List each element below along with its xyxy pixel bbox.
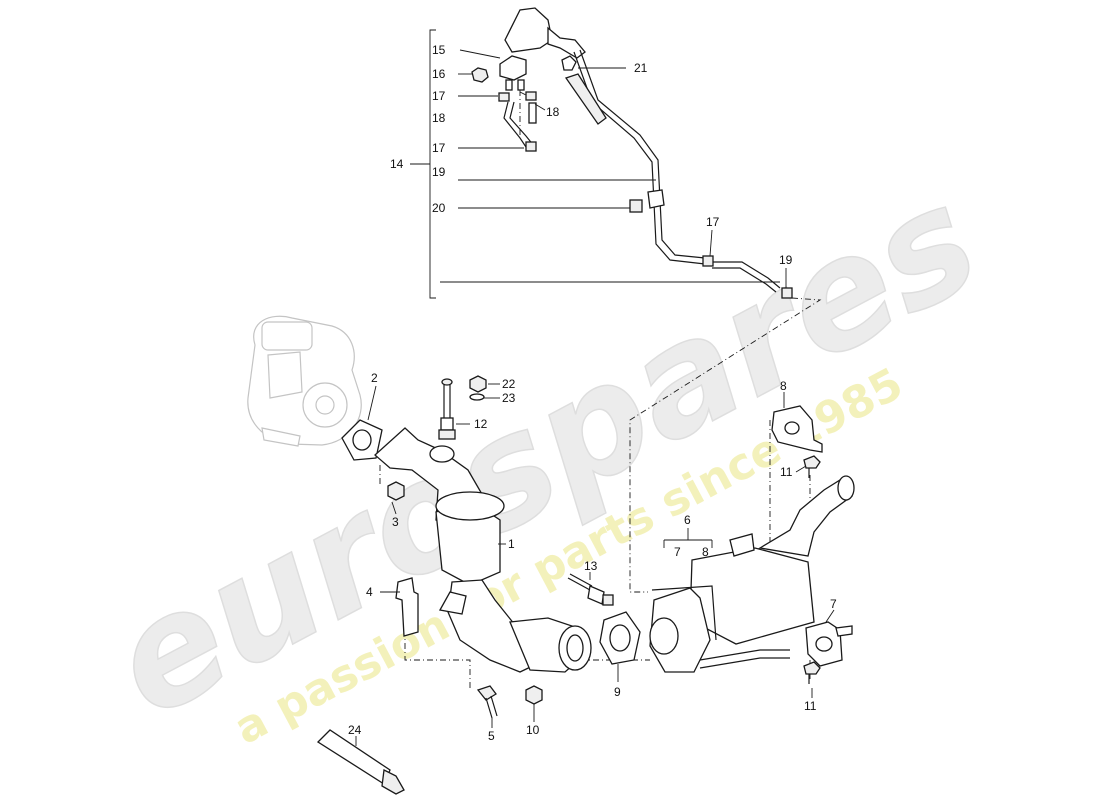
- catalytic-converter: [374, 427, 592, 673]
- callout-12: 12: [474, 417, 488, 431]
- rubber-mount-7: [805, 621, 853, 667]
- turbocharger-ghost: [247, 315, 362, 447]
- bracket-4: [395, 577, 419, 637]
- callout-labels: 15 16 17 18 18 17 14 19 20 21 17 19 2 22…: [348, 43, 837, 743]
- bolts-11: [803, 455, 821, 684]
- callout-7: 7: [830, 597, 837, 611]
- callout-17: 17: [432, 89, 446, 103]
- callout-19: 19: [779, 253, 793, 267]
- pressure-sensor: [499, 55, 527, 91]
- gasket-9: [599, 611, 641, 665]
- callout-8: 8: [780, 379, 787, 393]
- gasket-2: [341, 419, 383, 461]
- plug-washer: [469, 375, 487, 401]
- callout-16: 16: [432, 67, 446, 81]
- callout-10: 10: [526, 723, 540, 737]
- bolt-5: [476, 685, 498, 719]
- callout-23: 23: [502, 391, 516, 405]
- callout-19: 19: [432, 165, 446, 179]
- callout-9: 9: [614, 685, 621, 699]
- oxygen-sensor-12: [438, 378, 456, 440]
- nut-3: [387, 481, 405, 501]
- callout-22: 22: [502, 377, 516, 391]
- callout-24: 24: [348, 723, 362, 737]
- callout-21: 21: [634, 61, 648, 75]
- callout-7: 7: [674, 545, 681, 559]
- callout-17: 17: [432, 141, 446, 155]
- vacuum-hoses: [498, 90, 537, 152]
- group-bracket-14: [410, 29, 436, 299]
- callout-17: 17: [706, 215, 720, 229]
- callout-1: 1: [508, 537, 515, 551]
- callout-14: 14: [390, 157, 404, 171]
- callout-3: 3: [392, 515, 399, 529]
- callout-5: 5: [488, 729, 495, 743]
- callout-18: 18: [432, 111, 446, 125]
- callout-11: 11: [804, 699, 817, 713]
- nut-10: [525, 685, 543, 705]
- sealant-tube-24: [316, 729, 405, 795]
- callout-11: 11: [780, 465, 793, 479]
- callout-4: 4: [366, 585, 373, 599]
- callout-18: 18: [546, 105, 560, 119]
- nut-16: [471, 67, 489, 83]
- callout-20: 20: [432, 201, 446, 215]
- clips: [561, 55, 793, 299]
- leader-lines: [355, 49, 835, 746]
- callout-8: 8: [702, 545, 709, 559]
- muffler-6: [649, 475, 855, 673]
- callout-6: 6: [684, 513, 691, 527]
- callout-2: 2: [371, 371, 378, 385]
- oxygen-sensor-13: [567, 573, 614, 606]
- callout-13: 13: [584, 559, 598, 573]
- pressure-line-assembly: [504, 7, 781, 293]
- rubber-mount-8: [771, 405, 823, 453]
- callout-15: 15: [432, 43, 446, 57]
